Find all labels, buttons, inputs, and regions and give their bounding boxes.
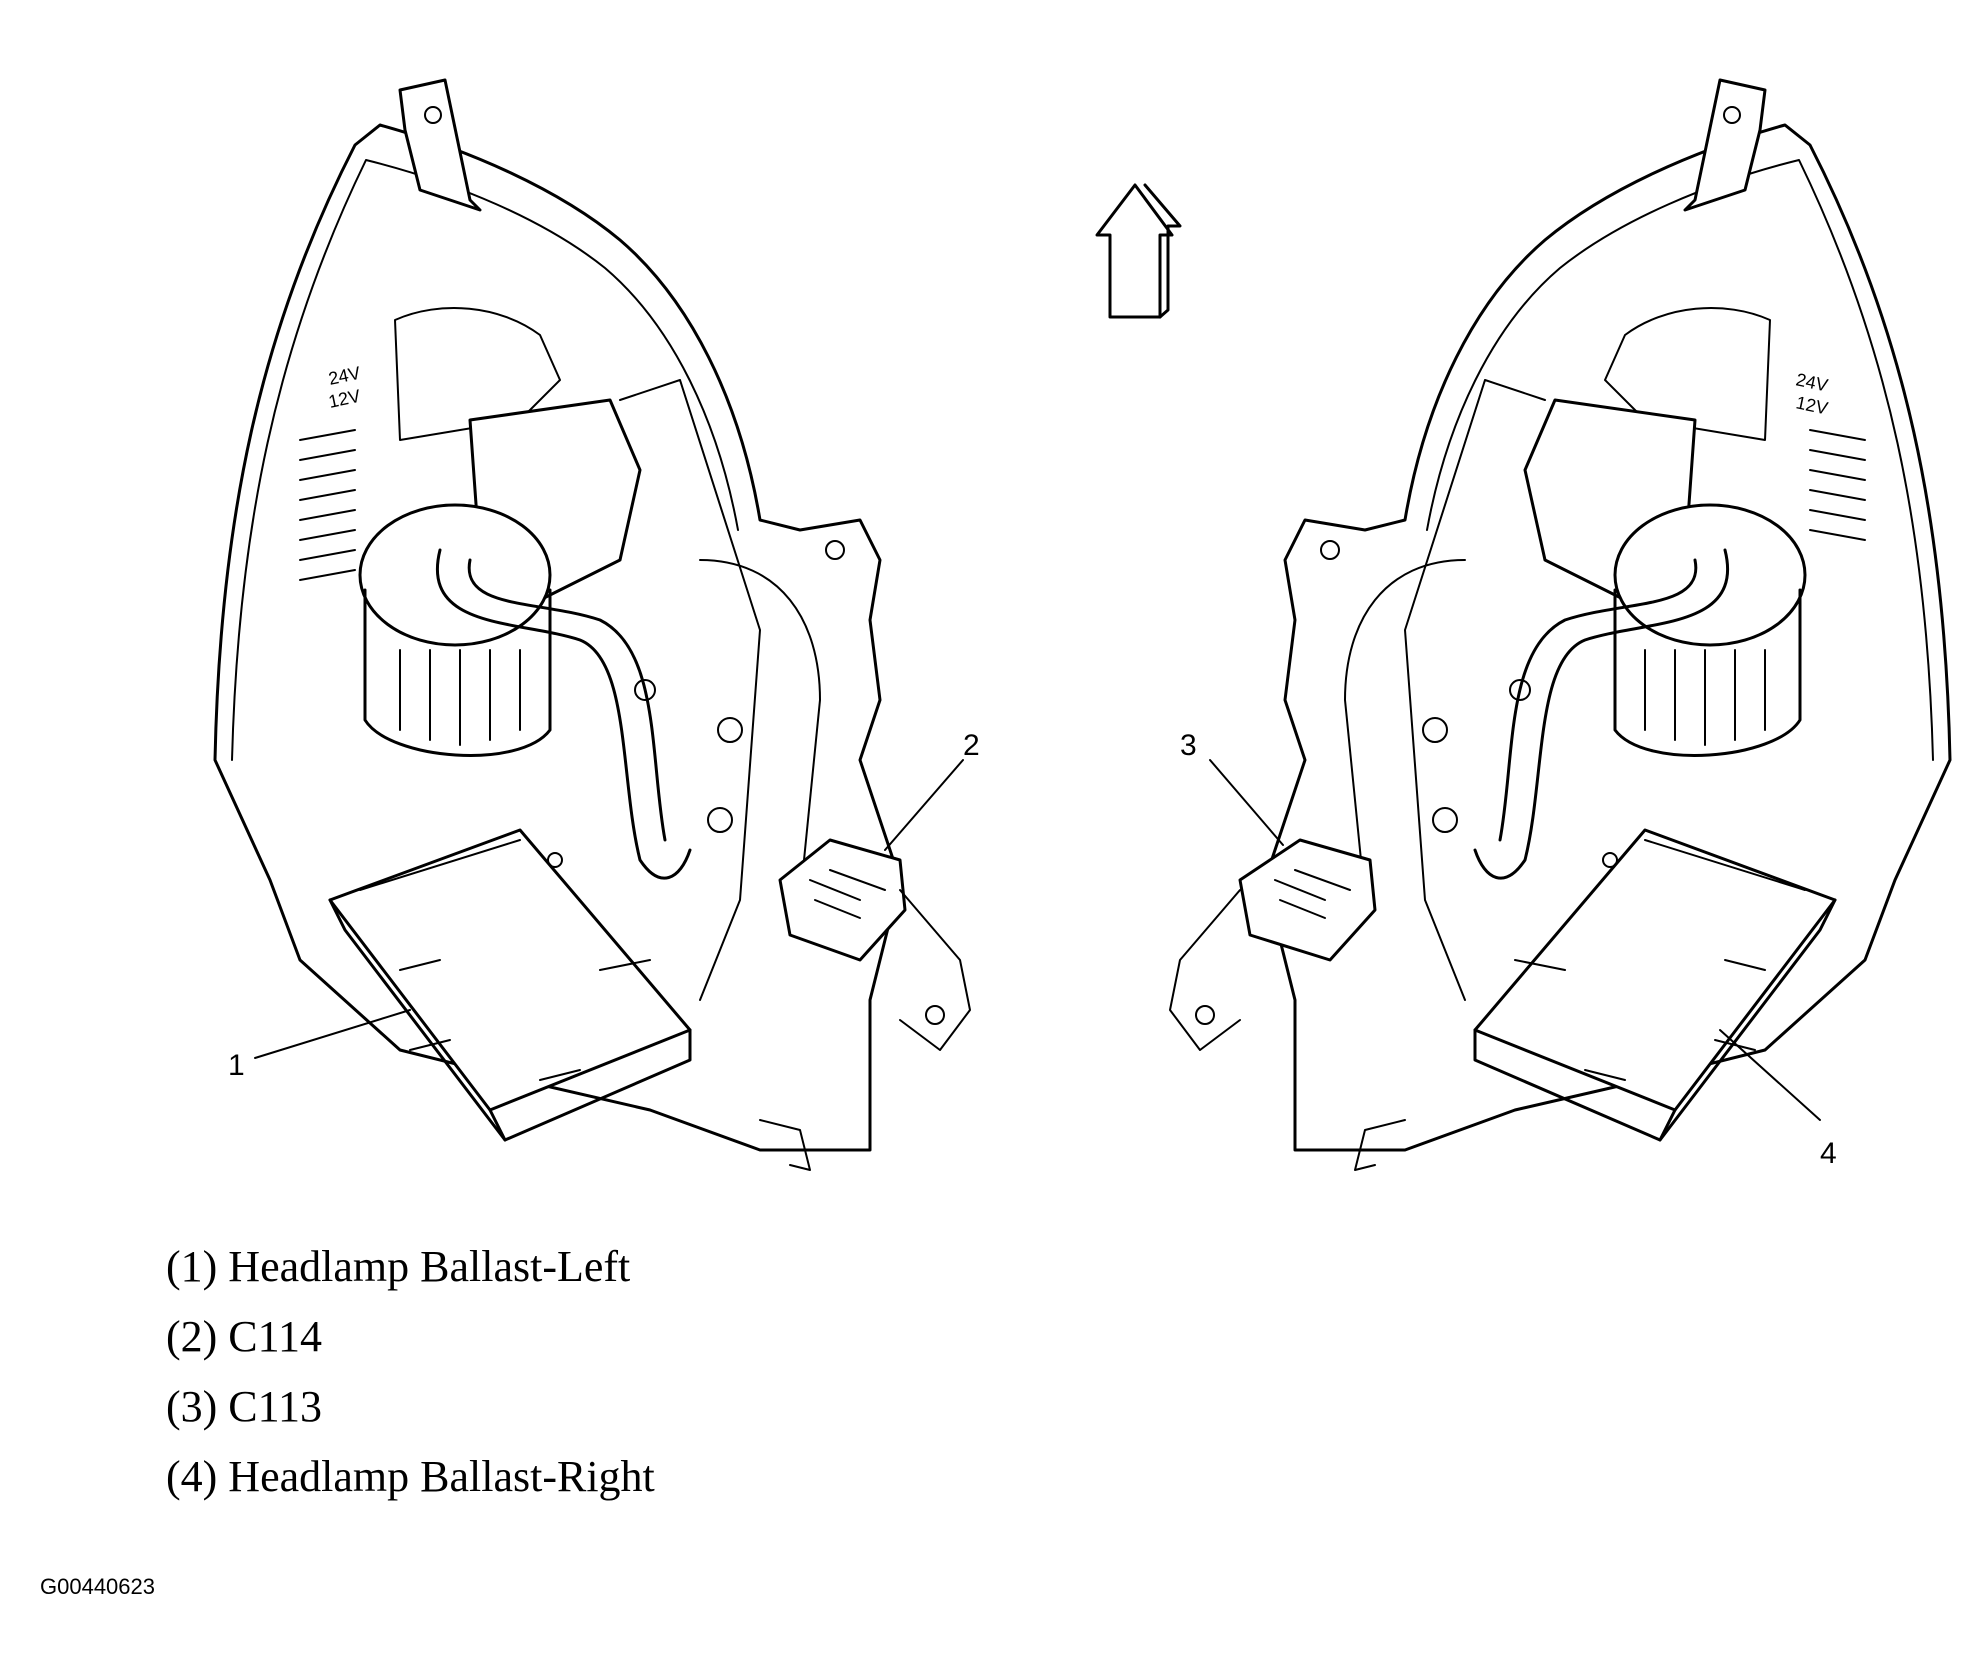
callout-3: 3 [1180,729,1197,762]
lamp-voltage-12-label-right: 12V [1794,392,1829,418]
leader-2 [884,759,964,851]
left-headlamp-assembly: 24V 12V [213,78,971,1171]
lamp-voltage-12-label: 12V [327,386,362,412]
legend-item-3: (3) C113 [166,1382,323,1431]
lamp-warning-text-lines-right [1809,429,1866,541]
legend-item-2: (2) C114 [166,1312,323,1361]
legend-item-1: (1) Headlamp Ballast-Left [166,1242,631,1291]
legend-item-4: (4) Headlamp Ballast-Right [166,1452,655,1501]
leader-3 [1209,759,1284,846]
callout-1: 1 [228,1049,245,1082]
leader-4 [1719,1029,1821,1121]
callout-4: 4 [1820,1137,1837,1170]
legend: (1) Headlamp Ballast-Left (2) C114 (3) C… [166,1232,655,1512]
leader-1 [254,1009,411,1059]
right-headlamp-assembly: 24V 12V [1169,78,1952,1171]
figure-id: G00440623 [40,1574,155,1599]
lamp-warning-text-lines [299,429,356,581]
callout-2: 2 [963,729,980,762]
callout-leaders [254,759,1821,1121]
up-arrow-icon [1095,183,1182,319]
